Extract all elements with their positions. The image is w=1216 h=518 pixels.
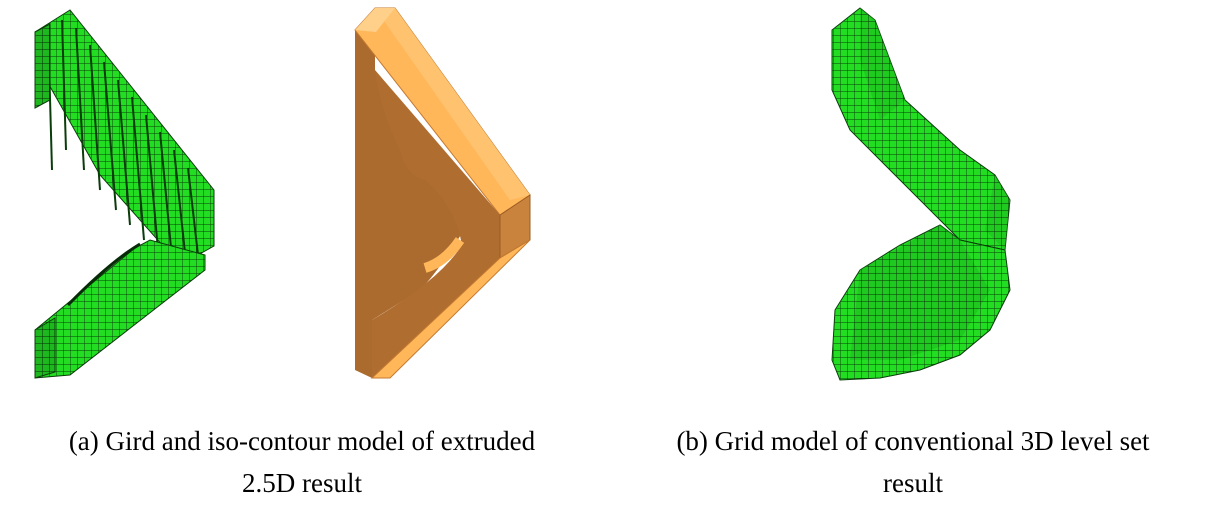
figure-illustrations bbox=[34, 7, 1011, 381]
caption-panel-b: (b) Grid model of conventional 3D level … bbox=[610, 420, 1216, 504]
voxel-grid-3d-level-set-model bbox=[831, 7, 1011, 381]
caption-panel-a-line2: 2.5D result bbox=[242, 468, 362, 498]
voxel-grid-2-5d-model bbox=[34, 9, 215, 379]
caption-panel-b-line1: (b) Grid model of conventional 3D level … bbox=[676, 426, 1150, 456]
caption-panel-a-line1: (a) Gird and iso-contour model of extrud… bbox=[68, 426, 536, 456]
caption-panel-a: (a) Gird and iso-contour model of extrud… bbox=[0, 420, 604, 504]
iso-contour-solid-model bbox=[354, 7, 531, 379]
caption-panel-b-line2: result bbox=[883, 468, 943, 498]
